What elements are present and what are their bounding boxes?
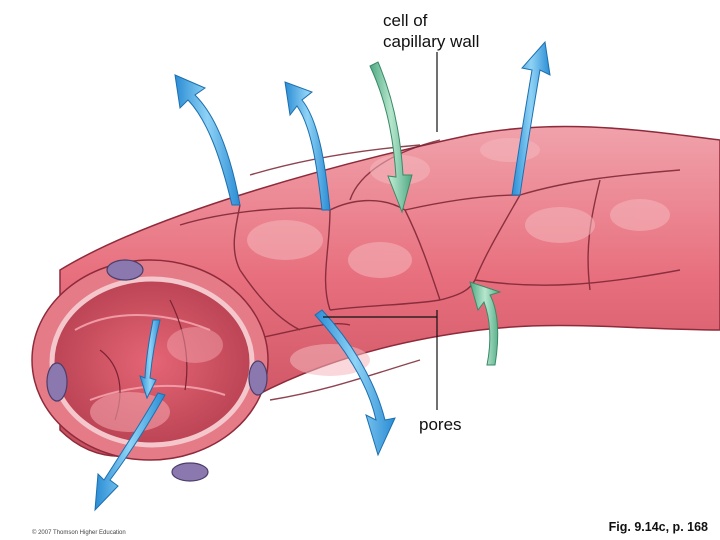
nucleus [46, 362, 68, 402]
pores-bracket [323, 310, 438, 410]
cell-label-line2: capillary wall [383, 32, 480, 51]
cell-of-capillary-wall-label: cell of capillary wall [383, 10, 479, 52]
nucleus [248, 360, 268, 396]
cell-label-line1: cell of [383, 11, 428, 30]
arrow-in-2 [469, 281, 502, 366]
nucleus [171, 462, 209, 482]
arrow-out-3 [511, 40, 551, 196]
nucleus [106, 259, 144, 281]
cell-borders [179, 139, 681, 401]
arrows-in [369, 61, 502, 366]
cell-nuclei [46, 259, 268, 482]
arrow-in-1 [369, 61, 413, 214]
arrow-out-4 [314, 309, 396, 457]
arrow-out-1 [174, 74, 241, 206]
arrow-out-2 [284, 81, 331, 211]
copyright-notice: © 2007 Thomson Higher Education [32, 530, 126, 536]
arrow-out-5 [94, 392, 166, 512]
figure-caption: Fig. 9.14c, p. 168 [608, 520, 708, 534]
arrow-out-6 [139, 319, 161, 400]
arrows-out [94, 40, 551, 512]
pores-label: pores [419, 415, 462, 434]
label-leaders [323, 52, 438, 410]
